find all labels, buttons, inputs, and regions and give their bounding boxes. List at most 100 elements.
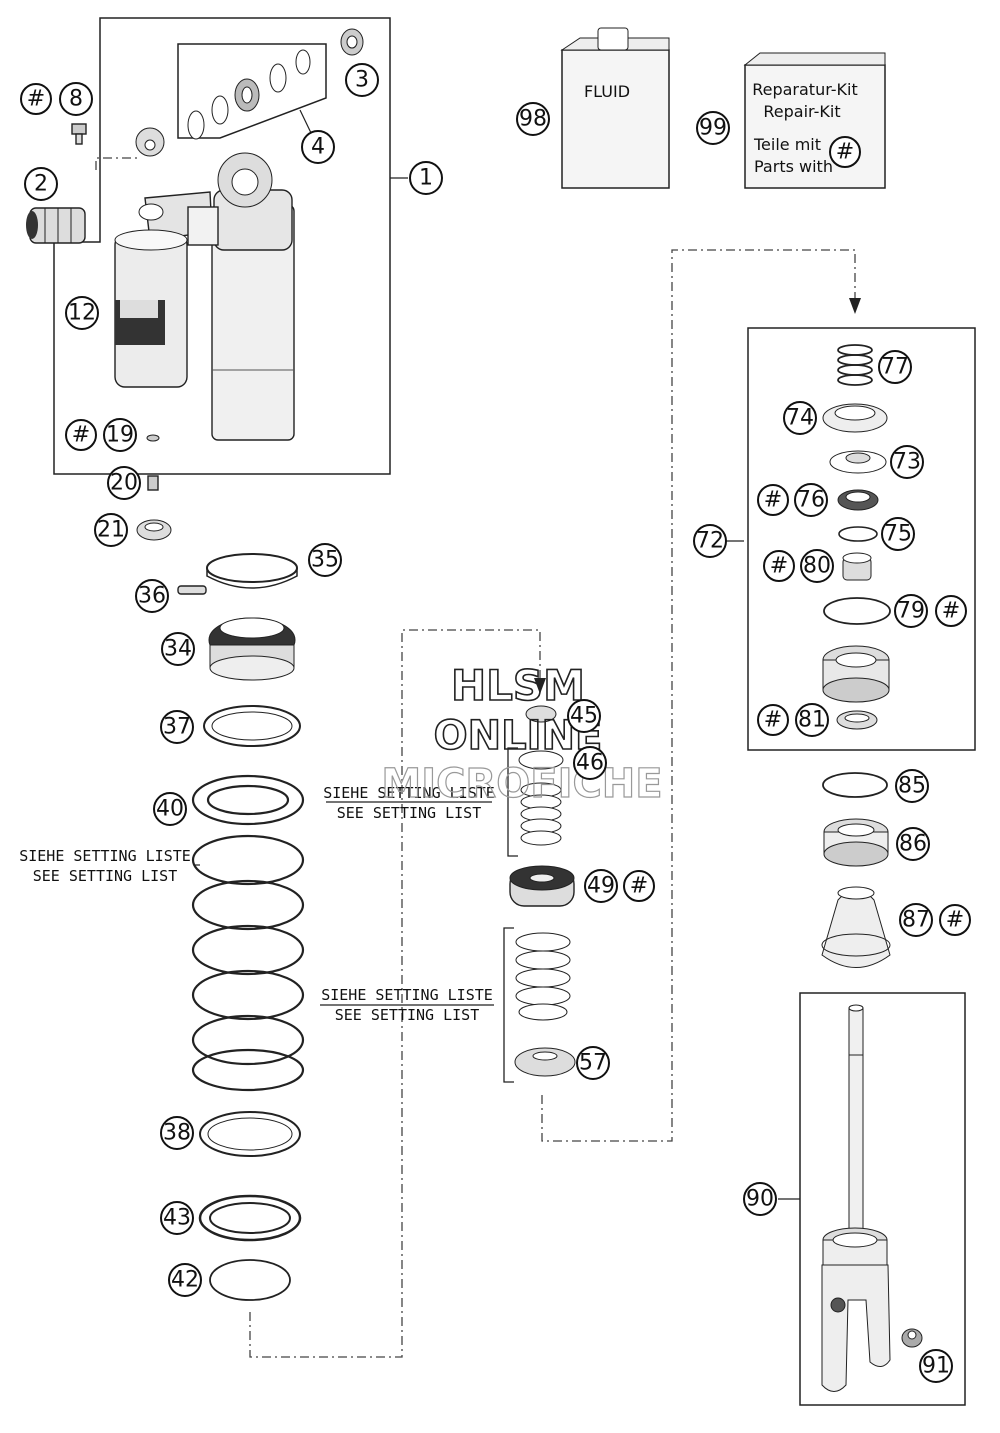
arrow-head-icon: [534, 678, 546, 694]
svg-text:76: 76: [797, 488, 825, 513]
svg-text:34: 34: [164, 637, 192, 662]
repair-kit-line2: Repair-Kit: [763, 102, 840, 121]
callout-46: 46: [573, 746, 607, 780]
svg-text:75: 75: [884, 522, 912, 547]
coil-spring: [191, 774, 305, 1092]
callout-8: 8: [59, 82, 93, 116]
svg-text:79: 79: [897, 599, 925, 624]
callouts: 1 2 3 4 8 12 19 20 21 34 35 36 37 38 40 …: [24, 63, 953, 1383]
connector-line: [541, 249, 856, 1142]
hash-symbol: #: [836, 140, 854, 165]
svg-text:46: 46: [576, 751, 604, 776]
svg-text:72: 72: [696, 529, 724, 554]
preload-clamp: [177, 553, 298, 595]
svg-text:98: 98: [519, 107, 547, 132]
piston-group-frame: [747, 327, 976, 751]
svg-text:SIEHE SETTING LISTE: SIEHE SETTING LISTE: [323, 784, 495, 802]
svg-text:8: 8: [69, 87, 83, 112]
seal-kit-frame: [177, 43, 327, 139]
callout-91: 91: [919, 1349, 953, 1383]
callout-35: 35: [308, 543, 342, 577]
svg-text:SIEHE SETTING LISTE: SIEHE SETTING LISTE: [321, 986, 493, 1004]
watermark-line1: HLSM: [451, 661, 585, 710]
svg-text:85: 85: [898, 774, 926, 799]
fluid-container: FLUID: [560, 27, 670, 189]
svg-text:#: #: [72, 423, 90, 448]
svg-text:20: 20: [110, 471, 138, 496]
svg-text:77: 77: [881, 355, 909, 380]
repair-kit-line4: Parts with: [754, 157, 833, 176]
svg-text:19: 19: [106, 423, 134, 448]
repair-kit-line3: Teile mit: [753, 135, 821, 154]
callout-43: 43: [160, 1201, 194, 1235]
callout-75: 75: [881, 517, 915, 551]
adjuster-knob: [26, 207, 86, 244]
callout-57: 57: [576, 1046, 610, 1080]
svg-text:SEE SETTING LIST: SEE SETTING LIST: [337, 804, 482, 822]
callout-45: 45: [567, 699, 601, 733]
callout-77: 77: [878, 350, 912, 384]
callout-86: 86: [896, 827, 930, 861]
svg-text:SEE SETTING LIST: SEE SETTING LIST: [33, 867, 178, 885]
hash-badge-79: #: [935, 595, 967, 627]
callout-37: 37: [160, 710, 194, 744]
lower-washers: [198, 1111, 302, 1301]
callout-85: 85: [895, 769, 929, 803]
lower-right-parts: [821, 772, 891, 968]
hash-badge-81: #: [757, 704, 789, 736]
shock-assembly-frame: [53, 17, 391, 475]
svg-text:90: 90: [746, 1187, 774, 1212]
svg-text:80: 80: [803, 554, 831, 579]
svg-text:#: #: [27, 87, 45, 112]
svg-text:SEE SETTING LIST: SEE SETTING LIST: [335, 1006, 480, 1024]
svg-text:57: 57: [579, 1051, 607, 1076]
callout-42: 42: [168, 1263, 202, 1297]
svg-text:45: 45: [570, 704, 598, 729]
svg-text:#: #: [630, 874, 648, 899]
setting-note-middle-top: SIEHE SETTING LISTE SEE SETTING LIST: [323, 784, 495, 822]
svg-text:91: 91: [922, 1354, 950, 1379]
callout-4: 4: [301, 130, 335, 164]
svg-text:4: 4: [311, 135, 325, 160]
callout-79: 79: [894, 594, 928, 628]
callout-34: 34: [161, 632, 195, 666]
callout-12: 12: [65, 296, 99, 330]
svg-text:#: #: [942, 599, 960, 624]
svg-text:81: 81: [798, 708, 826, 733]
svg-text:2: 2: [34, 172, 48, 197]
repair-kit-box: Reparatur-Kit Repair-Kit Teile mit Parts…: [743, 52, 886, 189]
callout-76: 76: [794, 483, 828, 517]
small-parts-19-21: [136, 434, 172, 541]
callout-87: 87: [899, 903, 933, 937]
fluid-label: FLUID: [584, 82, 630, 101]
spring-washers: [203, 705, 301, 747]
callout-49: 49: [584, 869, 618, 903]
svg-text:#: #: [764, 488, 782, 513]
callout-21: 21: [94, 513, 128, 547]
hash-badge-19: #: [65, 419, 97, 451]
shock-body: [144, 152, 295, 441]
arrow-head-icon: [849, 298, 861, 314]
svg-text:73: 73: [893, 450, 921, 475]
svg-text:74: 74: [786, 406, 814, 431]
callout-81: 81: [795, 703, 829, 737]
watermark-line3: MICROFICHE: [381, 761, 662, 807]
svg-text:99: 99: [699, 116, 727, 141]
callout-80: 80: [800, 549, 834, 583]
svg-text:49: 49: [587, 874, 615, 899]
hash-badge-49: #: [623, 870, 655, 902]
watermark: HLSM ONLINE MICROFICHE: [381, 660, 663, 807]
setting-note-middle-bottom: SIEHE SETTING LISTE SEE SETTING LIST: [321, 986, 493, 1024]
callout-72: 72: [693, 524, 727, 558]
callout-36: 36: [135, 579, 169, 613]
svg-text:36: 36: [138, 584, 166, 609]
svg-text:3: 3: [355, 68, 369, 93]
hash-badge-8: #: [20, 83, 52, 115]
piston-rod: [821, 1004, 923, 1392]
hash-badge: [829, 136, 861, 168]
svg-text:1: 1: [419, 166, 433, 191]
callout-40: 40: [153, 792, 187, 826]
callout-99: 99: [696, 111, 730, 145]
piston-group-parts: [822, 344, 891, 730]
